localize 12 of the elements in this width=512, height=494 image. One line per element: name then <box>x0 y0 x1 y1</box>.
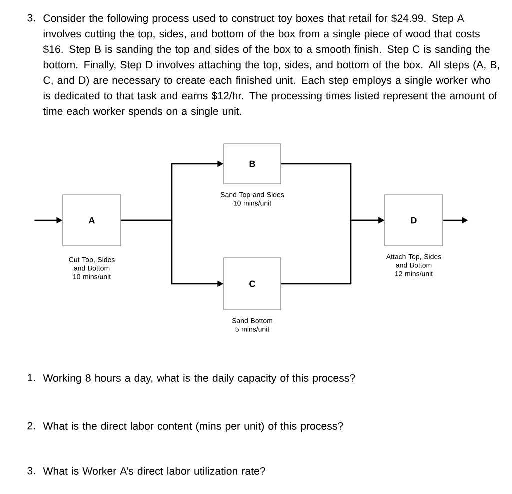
process-box: A <box>62 194 122 246</box>
process-box: D <box>384 194 444 246</box>
question-text: Working 8 hours a day, what is the daily capacity of this process? <box>43 374 356 384</box>
process-box: C <box>224 258 282 310</box>
question-text: What is Worker A’s direct labor utilization rate? <box>43 467 266 475</box>
item-number: 3. <box>28 14 36 22</box>
item-number: 1. <box>28 374 36 382</box>
problem-text: Consider the following process used to construct toy boxes that retail for $24.99. Step A involves cutting the top, sides, and bottom of the box from a single piece of wood that costs $16. Step B is sanding the top and sides of the box to a smooth finish. Step C is sanding the bottom. Finally, Step D involves attaching the top, sides, and bottom of the box. All steps (A, B, C, and D) are necessary to create each finished unit. Each step employs a single worker who is dedicated to that task and earns $12/hr. The processing times listed represent the amount of time each worker spends on a single unit. <box>43 14 500 118</box>
item-number: 2. <box>28 422 36 430</box>
item-number: 3. <box>28 467 36 475</box>
question-text: What is the direct labor content (mins per unit) of this process? <box>43 422 344 432</box>
process-box: B <box>224 144 282 184</box>
